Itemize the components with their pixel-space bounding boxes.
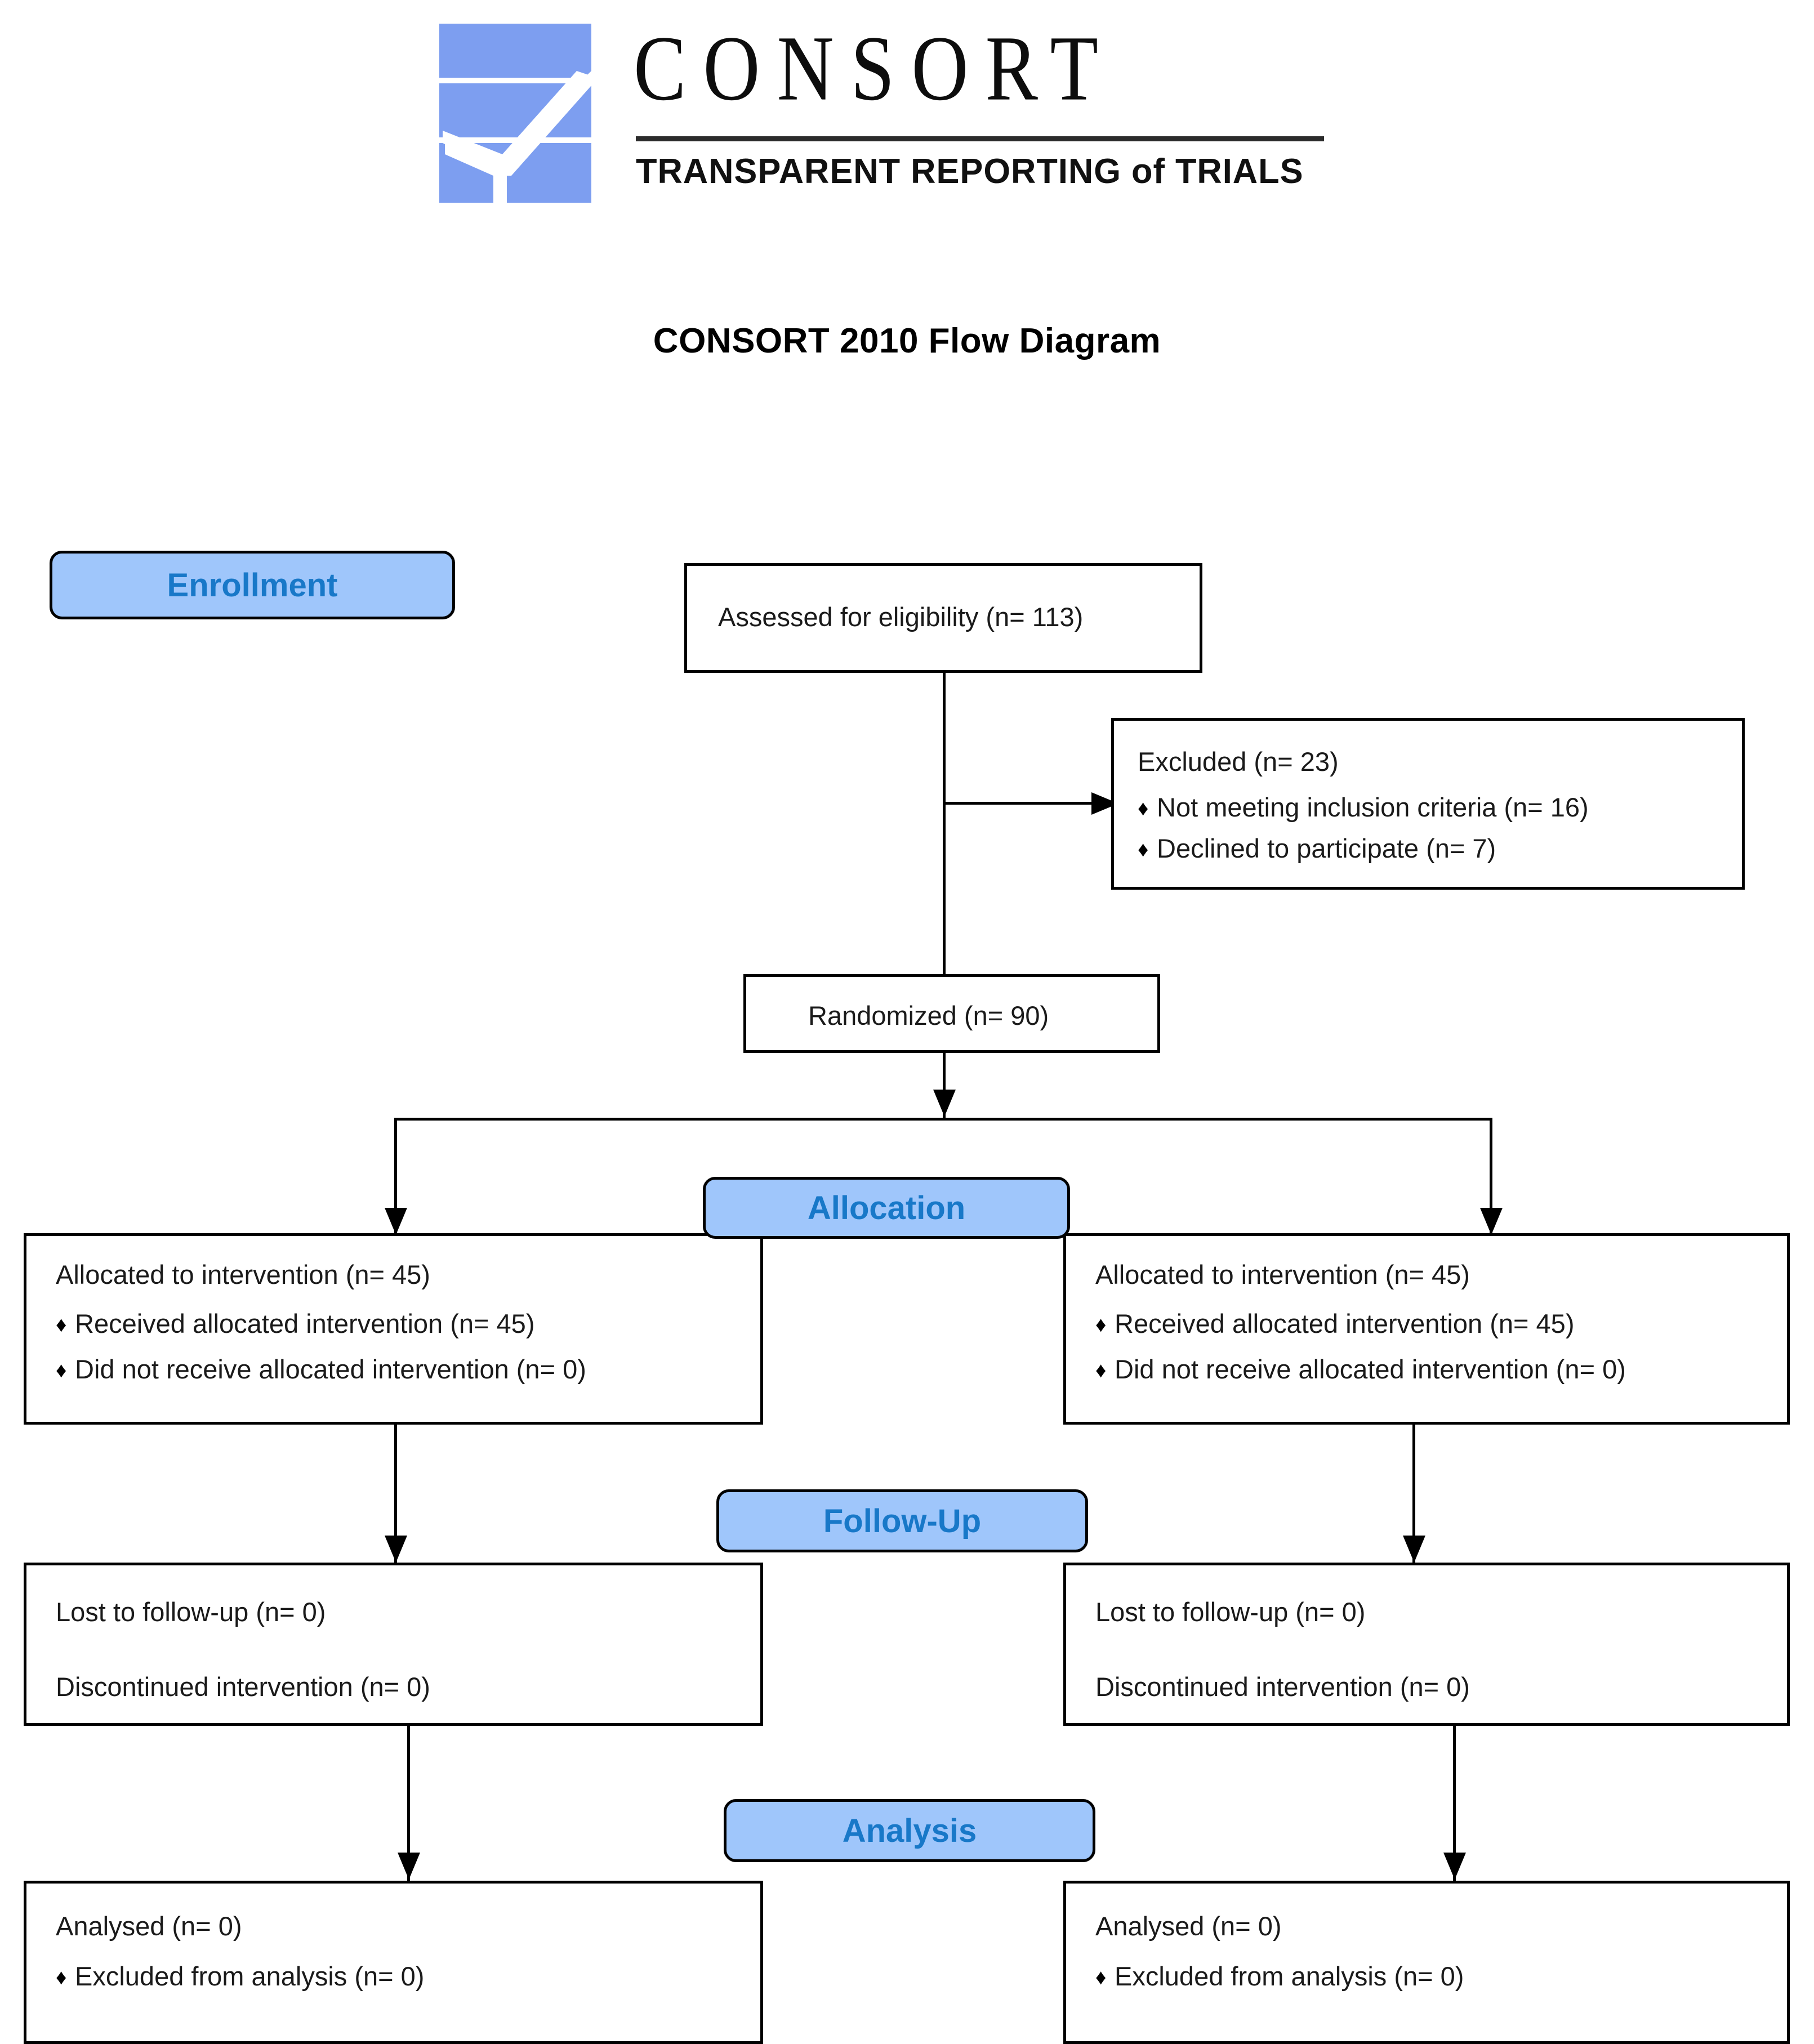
- follow-left-line-1: Lost to follow-up (n= 0): [56, 1597, 326, 1627]
- box-randomized: Randomized (n= 90): [743, 974, 1160, 1053]
- diamond-bullet-icon: ♦: [56, 1966, 67, 1990]
- consort-wordmark: CONSORT TRANSPARENT REPORTING of TRIALS: [634, 11, 1326, 203]
- alloc-left-line-1: Allocated to intervention (n= 45): [56, 1260, 430, 1289]
- alloc-right-bullet-2-text: Did not receive allocated intervention (…: [1115, 1354, 1626, 1385]
- connector-split-left: [394, 1118, 397, 1233]
- stage-label-followup: Follow-Up: [716, 1489, 1088, 1552]
- follow-left-line-2: Discontinued intervention (n= 0): [56, 1672, 430, 1702]
- analysis-right-bullet-1-text: Excluded from analysis (n= 0): [1115, 1961, 1464, 1992]
- diamond-bullet-icon: ♦: [1095, 1359, 1107, 1383]
- alloc-right-bullet-2: ♦ Did not receive allocated intervention …: [1095, 1352, 1787, 1386]
- connector-assessed-down: [943, 672, 946, 996]
- assessed-line-1: Assessed for eligibility (n= 113): [718, 602, 1084, 632]
- arrowhead-alloc-left-icon: [385, 1208, 407, 1235]
- excluded-bullet-1-text: Not meeting inclusion criteria (n= 16): [1157, 792, 1589, 823]
- wordmark-divider: [636, 136, 1324, 141]
- stage-label-allocation: Allocation: [703, 1177, 1070, 1239]
- follow-right-line-1: Lost to follow-up (n= 0): [1095, 1597, 1366, 1627]
- alloc-right-line-1: Allocated to intervention (n= 45): [1095, 1260, 1470, 1289]
- excluded-bullet-1: ♦ Not meeting inclusion criteria (n= 16): [1138, 790, 1742, 824]
- arrowhead-randomized-down-icon: [933, 1090, 956, 1117]
- diamond-bullet-icon: ♦: [1138, 838, 1149, 862]
- excluded-bullet-2-text: Declined to participate (n= 7): [1157, 833, 1496, 864]
- diamond-bullet-icon: ♦: [1138, 797, 1149, 821]
- arrowhead-analysis-left-icon: [398, 1853, 420, 1880]
- box-allocation-left: Allocated to intervention (n= 45) ♦ Recei…: [24, 1233, 763, 1425]
- connector-alloc-right-down: [1412, 1422, 1415, 1563]
- box-followup-left: Lost to follow-up (n= 0) Discontinued in…: [24, 1563, 763, 1726]
- box-assessed-for-eligibility: Assessed for eligibility (n= 113): [684, 563, 1202, 673]
- box-analysis-right: Analysed (n= 0) ♦ Excluded from analysis …: [1063, 1881, 1790, 2044]
- connector-split-bar: [394, 1118, 1492, 1121]
- analysis-right-line-1: Analysed (n= 0): [1095, 1911, 1282, 1941]
- consort-logo-block: CONSORT TRANSPARENT REPORTING of TRIALS: [439, 11, 1352, 203]
- consort-checkmark-logo-icon: [439, 24, 591, 203]
- follow-right-line-2: Discontinued intervention (n= 0): [1095, 1672, 1470, 1702]
- analysis-left-bullet-1: ♦ Excluded from analysis (n= 0): [56, 1959, 760, 1993]
- diamond-bullet-icon: ♦: [1095, 1313, 1107, 1337]
- connector-follow-left-down: [407, 1723, 410, 1881]
- connector-split-right: [1490, 1118, 1492, 1233]
- diamond-bullet-icon: ♦: [1095, 1966, 1107, 1990]
- brand-tagline: TRANSPARENT REPORTING of TRIALS: [636, 152, 1304, 191]
- box-allocation-right: Allocated to intervention (n= 45) ♦ Recei…: [1063, 1233, 1790, 1425]
- alloc-right-bullet-1-text: Received allocated intervention (n= 45): [1115, 1309, 1575, 1339]
- alloc-right-bullet-1: ♦ Received allocated intervention (n= 45): [1095, 1306, 1787, 1341]
- arrowhead-follow-right-icon: [1403, 1536, 1425, 1563]
- alloc-left-bullet-2: ♦ Did not receive allocated intervention …: [56, 1352, 760, 1386]
- excluded-bullet-2: ♦ Declined to participate (n= 7): [1138, 831, 1742, 865]
- analysis-left-line-1: Analysed (n= 0): [56, 1911, 242, 1941]
- stage-enrollment-text: Enrollment: [167, 566, 338, 604]
- brand-name: CONSORT: [634, 17, 1116, 121]
- analysis-right-bullet-1: ♦ Excluded from analysis (n= 0): [1095, 1959, 1787, 1993]
- stage-label-analysis: Analysis: [724, 1799, 1095, 1862]
- alloc-left-bullet-1: ♦ Received allocated intervention (n= 45): [56, 1306, 760, 1341]
- stage-analysis-text: Analysis: [842, 1812, 977, 1849]
- stage-followup-text: Follow-Up: [823, 1502, 982, 1539]
- connector-randomized-down: [943, 1050, 946, 1119]
- arrowhead-follow-left-icon: [385, 1536, 407, 1563]
- stage-label-enrollment: Enrollment: [50, 551, 455, 619]
- stage-allocation-text: Allocation: [807, 1189, 966, 1226]
- alloc-left-bullet-2-text: Did not receive allocated intervention (…: [75, 1354, 586, 1385]
- connector-to-excluded: [943, 802, 1095, 805]
- box-analysis-left: Analysed (n= 0) ♦ Excluded from analysis …: [24, 1881, 763, 2044]
- excluded-line-1: Excluded (n= 23): [1138, 747, 1339, 776]
- diamond-bullet-icon: ♦: [56, 1313, 67, 1337]
- box-followup-right: Lost to follow-up (n= 0) Discontinued in…: [1063, 1563, 1790, 1726]
- connector-follow-right-down: [1453, 1723, 1456, 1881]
- arrowhead-analysis-right-icon: [1443, 1853, 1466, 1880]
- diamond-bullet-icon: ♦: [56, 1359, 67, 1383]
- checkmark-icon: [443, 71, 591, 203]
- alloc-left-bullet-1-text: Received allocated intervention (n= 45): [75, 1309, 535, 1339]
- randomized-line-1: Randomized (n= 90): [808, 1001, 1049, 1030]
- analysis-left-bullet-1-text: Excluded from analysis (n= 0): [75, 1961, 425, 1992]
- logo-band-top: [439, 24, 591, 78]
- box-excluded: Excluded (n= 23) ♦ Not meeting inclusion …: [1111, 718, 1745, 890]
- page-title: CONSORT 2010 Flow Diagram: [653, 322, 1161, 360]
- connector-alloc-left-down: [394, 1422, 397, 1563]
- arrowhead-alloc-right-icon: [1480, 1208, 1503, 1235]
